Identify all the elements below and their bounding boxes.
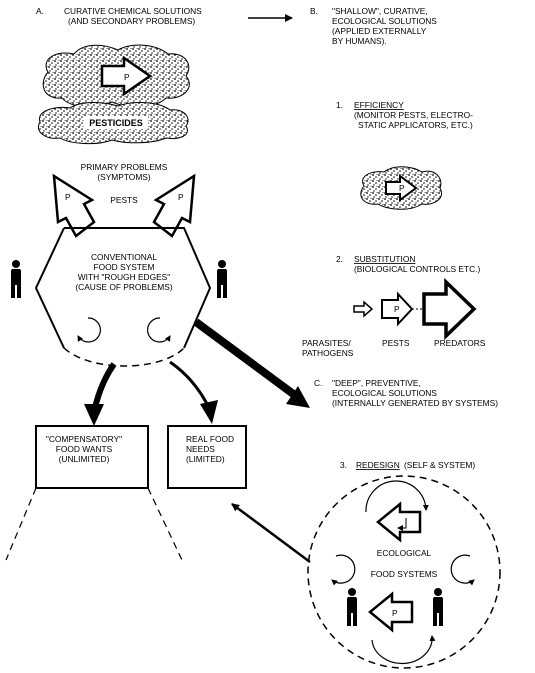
person-icon bbox=[11, 260, 21, 298]
predators-label: PREDATORS bbox=[434, 338, 486, 348]
hexagon-outline bbox=[64, 227, 212, 349]
hex-line1: CONVENTIONAL bbox=[91, 252, 157, 262]
small-p-arrow-icon bbox=[385, 174, 418, 202]
item3-desc: (SELF & SYSTEM) bbox=[404, 460, 475, 470]
section-c-line2: ECOLOGICAL SOLUTIONS bbox=[332, 388, 437, 398]
primary-problems-line1: PRIMARY PROBLEMS bbox=[81, 162, 168, 172]
redesign-to-needs-arrow bbox=[231, 502, 311, 564]
p-arrow-icon bbox=[100, 55, 153, 97]
hexagon-outline-left bbox=[34, 227, 65, 349]
person-icon bbox=[347, 588, 357, 626]
cycle-icon bbox=[77, 317, 101, 343]
pest-arrow-icon bbox=[381, 291, 414, 327]
eco-line1: ECOLOGICAL bbox=[377, 548, 432, 558]
wants-line3: (UNLIMITED) bbox=[59, 454, 110, 464]
wants-dashed-left bbox=[5, 487, 37, 561]
compensatory-wants-box bbox=[35, 425, 149, 489]
item1-number: 1. bbox=[336, 100, 343, 110]
ecological-system-circle bbox=[307, 475, 501, 669]
item1-desc-line1: (MONITOR PESTS, ELECTRO- bbox=[354, 110, 473, 120]
hex-line3: WITH "ROUGH EDGES" bbox=[78, 272, 171, 282]
wants-dashed-right bbox=[147, 487, 183, 561]
cloud-p-badge: P bbox=[124, 72, 130, 82]
efficiency-p-badge: P bbox=[399, 183, 405, 193]
section-c-letter: C. bbox=[314, 378, 322, 388]
wants-line1: "COMPENSATORY" bbox=[46, 434, 122, 444]
to-deep-arrow bbox=[193, 318, 299, 400]
section-b-line3: (APPLIED EXTERNALLY bbox=[332, 26, 427, 36]
needs-line1: REAL FOOD bbox=[186, 434, 234, 444]
redesign-p-badge: P bbox=[392, 608, 398, 618]
parasites-label-line2: PATHOGENS bbox=[302, 348, 354, 358]
efficiency-cloud: P bbox=[360, 166, 442, 210]
needs-line3: (LIMITED) bbox=[186, 454, 225, 464]
item2-number: 2. bbox=[336, 254, 343, 264]
primary-problems-line2: (SYMPTOMS) bbox=[97, 172, 151, 182]
to-needs-arrow bbox=[169, 360, 212, 411]
predator-arrow-icon bbox=[422, 277, 477, 341]
real-needs-box bbox=[167, 425, 247, 489]
item3-number: 3. bbox=[340, 460, 347, 470]
item2-title: SUBSTITUTION bbox=[354, 254, 415, 264]
pests-label: PESTS bbox=[110, 195, 138, 205]
section-b-line1: "SHALLOW", CURATIVE, bbox=[332, 6, 428, 16]
parasite-arrow-icon bbox=[353, 300, 374, 318]
section-b-letter: B. bbox=[310, 6, 318, 16]
section-a-title-line1: CURATIVE CHEMICAL SOLUTIONS bbox=[64, 6, 202, 16]
item1-desc-line2: STATIC APPLICATORS, ETC.) bbox=[358, 120, 473, 130]
person-icon bbox=[217, 260, 227, 298]
hexagon-dashed-base bbox=[63, 347, 185, 367]
person-icon bbox=[433, 588, 443, 626]
cycle-icon bbox=[450, 554, 475, 586]
item3-title: REDESIGN bbox=[356, 460, 400, 470]
section-c-line3: (INTERNALLY GENERATED BY SYSTEMS) bbox=[332, 398, 498, 408]
right-pest-arrow-icon bbox=[152, 173, 196, 238]
eco-line2: FOOD SYSTEMS bbox=[371, 569, 438, 579]
inner-arrow-top-icon bbox=[376, 501, 422, 543]
section-b-line4: BY HUMANS). bbox=[332, 36, 387, 46]
item2-desc: (BIOLOGICAL CONTROLS ETC.) bbox=[354, 264, 480, 274]
parasites-label-line1: PARASITES/ bbox=[302, 338, 351, 348]
item1-title: EFFICIENCY bbox=[354, 100, 404, 110]
pests-sub-label: PESTS bbox=[382, 338, 410, 348]
cycle-icon bbox=[331, 554, 356, 586]
needs-line2: NEEDS bbox=[186, 444, 215, 454]
left-p-badge: P bbox=[65, 192, 71, 202]
pesticides-label: PESTICIDES bbox=[89, 118, 143, 128]
section-c-line1: "DEEP", PREVENTIVE, bbox=[332, 378, 421, 388]
section-b-line2: ECOLOGICAL SOLUTIONS bbox=[332, 16, 437, 26]
hex-line2: FOOD SYSTEM bbox=[94, 262, 155, 272]
hex-line4: (CAUSE OF PROBLEMS) bbox=[75, 282, 172, 292]
cycle-icon bbox=[147, 317, 171, 343]
left-pest-arrow-icon bbox=[52, 173, 96, 238]
pesticides-cloud: PESTICIDES bbox=[38, 102, 189, 145]
right-p-badge: P bbox=[178, 192, 184, 202]
pesticide-cloud: P bbox=[42, 44, 190, 108]
wants-line2: FOOD WANTS bbox=[56, 444, 113, 454]
section-a-letter: A. bbox=[36, 6, 44, 16]
section-a-title-line2: (AND SECONDARY PROBLEMS) bbox=[68, 16, 195, 26]
substitution-p-badge: P bbox=[394, 304, 400, 314]
inner-arrow-bottom-icon bbox=[368, 591, 414, 633]
